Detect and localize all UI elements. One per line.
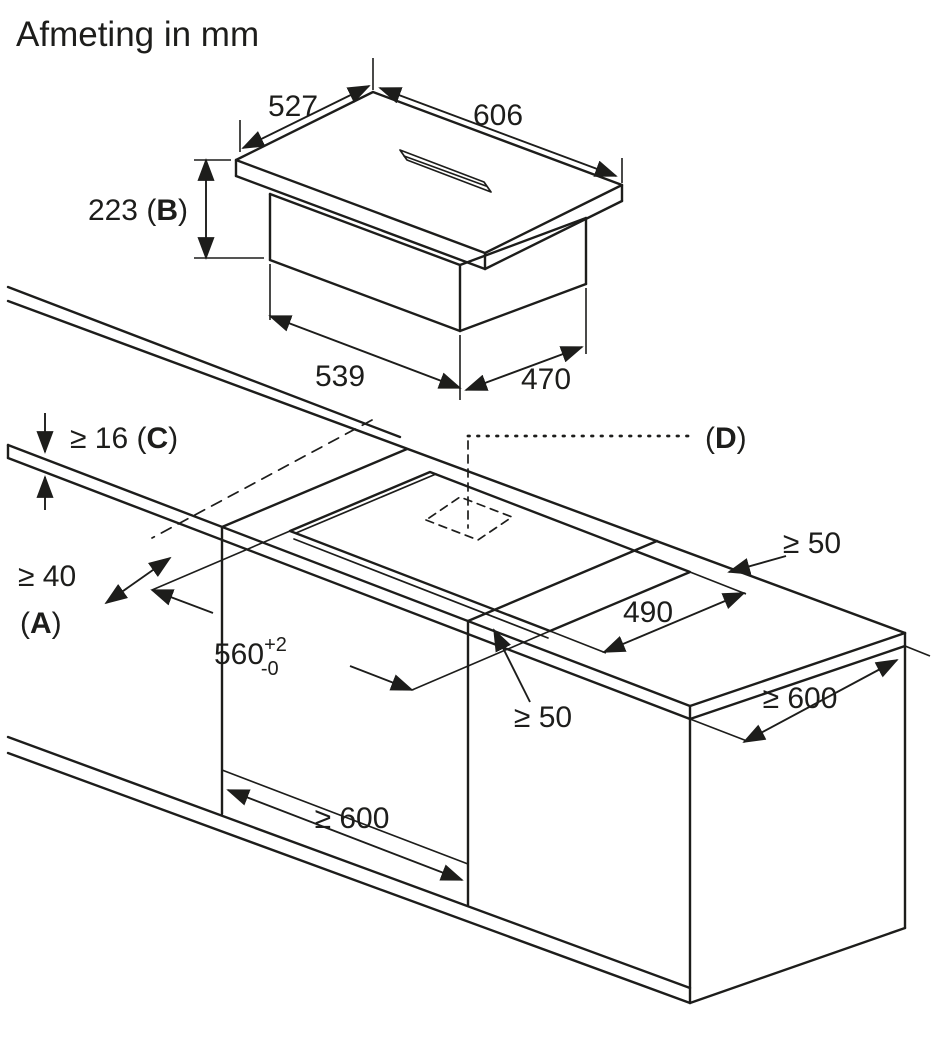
dim-front-clearance: ≥ 50 (493, 628, 572, 734)
diagram-title: Afmeting in mm (16, 15, 259, 54)
dim-worktop-thickness: ≥ 16 (C) (36, 413, 178, 510)
side-panel-bottom (688, 926, 907, 1005)
dim-bottom-width: 539 (268, 264, 462, 400)
label-539: 539 (315, 360, 365, 393)
dim-cabinet-width: ≥ 600 (226, 789, 464, 881)
dim-cutout-depth: 490 (549, 571, 747, 654)
installation-dimensions: ≥ 16 (C) ≥ 40 (A) 560+2-0 490 ≥ 50 (18, 413, 931, 881)
plinth-line (6, 751, 692, 1005)
label-527: 527 (268, 90, 318, 123)
cabinet-bottom-front (6, 735, 692, 990)
outlet-position: (D) (425, 422, 747, 541)
dim-bottom-depth: 470 (464, 288, 587, 396)
worktop-front-face-bottom (6, 456, 692, 721)
hob-drawing (234, 90, 624, 333)
label-50-front: ≥ 50 (514, 701, 572, 734)
label-606: 606 (473, 99, 523, 132)
cabinet-right-wall-top (466, 539, 659, 623)
dim-cutout-width: 560+2-0 (150, 530, 551, 691)
dim-height: 223 (B) (88, 158, 264, 260)
label-50-rear: ≥ 50 (783, 527, 841, 560)
worktop-back-edge (6, 299, 907, 635)
outlet-dashed-box (425, 496, 513, 541)
projection-dashed-line (151, 419, 373, 539)
dim-rear-clearance: ≥ 50 (727, 527, 841, 575)
worktop-cabinet-drawing (6, 285, 907, 1005)
dim-worktop-depth: ≥ 600 (689, 645, 931, 743)
label-600-width: ≥ 600 (315, 802, 390, 835)
label-40: ≥ 40 (18, 560, 76, 593)
cabinet-left-wall-top (220, 447, 409, 529)
cutout-front-lip (293, 538, 549, 639)
label-490: 490 (623, 596, 673, 629)
label-D: (D) (705, 422, 747, 455)
wall-line (6, 285, 402, 439)
label-16-C: ≥ 16 (C) (70, 422, 178, 455)
label-560-tolerance: 560+2-0 (214, 634, 287, 680)
dim-top-depth: 606 (378, 87, 623, 183)
label-470: 470 (521, 363, 571, 396)
dim-top-width: 527 (239, 58, 374, 152)
dim-side-clearance: ≥ 40 (A) (18, 556, 172, 640)
label-A: (A) (20, 607, 62, 640)
label-600-depth: ≥ 600 (763, 682, 838, 715)
hob-under-box (268, 192, 588, 333)
worktop-front-edge (6, 443, 692, 708)
vent-slot-inner-line (403, 155, 487, 187)
cutout-left-lip (295, 473, 437, 534)
label-223-B: 223 (B) (88, 194, 188, 227)
hob-dimensions: 527 606 223 (B) 539 470 (88, 58, 623, 400)
